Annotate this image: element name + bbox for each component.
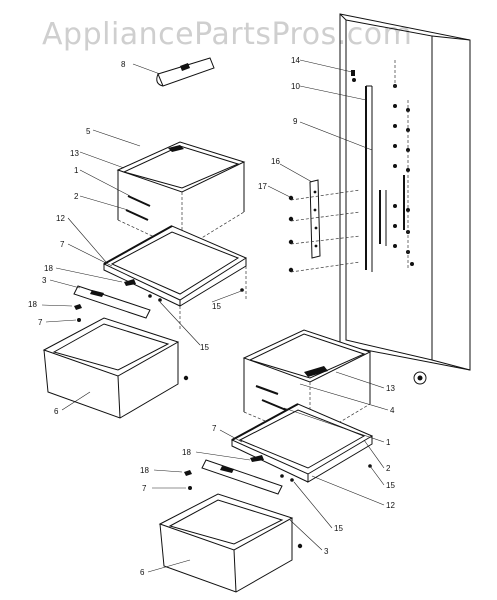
callout-16: 16	[271, 157, 280, 166]
callout-18: 18	[28, 300, 37, 309]
callout-labels: 8 14 10 9 16 17 5 13 1 2 12 7 18 3 15 18…	[28, 56, 395, 577]
lower-crisper-assembly	[201, 329, 374, 495]
callout-14: 14	[291, 56, 300, 65]
callout-12: 12	[56, 214, 65, 223]
callout-1: 1	[386, 438, 391, 447]
callout-6: 6	[54, 407, 59, 416]
part-10-rail	[365, 85, 373, 272]
upper-leaders	[49, 129, 245, 346]
upper-loose-parts	[41, 304, 82, 323]
part-9-rail	[379, 175, 405, 246]
callout-2: 2	[74, 192, 79, 201]
callout-1: 1	[74, 166, 79, 175]
callout-3: 3	[324, 547, 329, 556]
callout-15: 15	[386, 481, 395, 490]
callout-15: 15	[334, 524, 343, 533]
lower-loose-parts	[152, 469, 192, 490]
callout-18: 18	[140, 466, 149, 475]
callout-12: 12	[386, 501, 395, 510]
lower-leaders	[195, 371, 389, 551]
lower-drawer-pan	[147, 493, 303, 593]
cabinet-liner	[339, 13, 471, 385]
callout-7: 7	[60, 240, 65, 249]
callout-7: 7	[212, 424, 217, 433]
callout-3: 3	[42, 276, 47, 285]
watermark-text: AppliancePartsPros.com	[42, 17, 412, 52]
callout-15: 15	[212, 302, 221, 311]
callout-17: 17	[258, 182, 267, 191]
part-8-deflector	[132, 57, 215, 87]
callout-13: 13	[70, 149, 79, 158]
part-16-side-rail	[279, 163, 321, 259]
callout-13: 13	[386, 384, 395, 393]
callout-8: 8	[121, 60, 126, 69]
callout-7: 7	[38, 318, 43, 327]
callout-18: 18	[182, 448, 191, 457]
callout-4: 4	[390, 406, 395, 415]
callout-2: 2	[386, 464, 391, 473]
callout-18: 18	[44, 264, 53, 273]
upper-crisper-assembly	[73, 141, 248, 330]
callout-7: 7	[142, 484, 147, 493]
callout-10: 10	[291, 82, 300, 91]
callout-9: 9	[293, 117, 298, 126]
callout-5: 5	[86, 127, 91, 136]
part-17-screws	[267, 185, 294, 273]
upper-drawer-pan	[42, 317, 189, 419]
callout-15: 15	[200, 343, 209, 352]
liner-screws	[351, 70, 414, 266]
callout-6: 6	[140, 568, 145, 577]
